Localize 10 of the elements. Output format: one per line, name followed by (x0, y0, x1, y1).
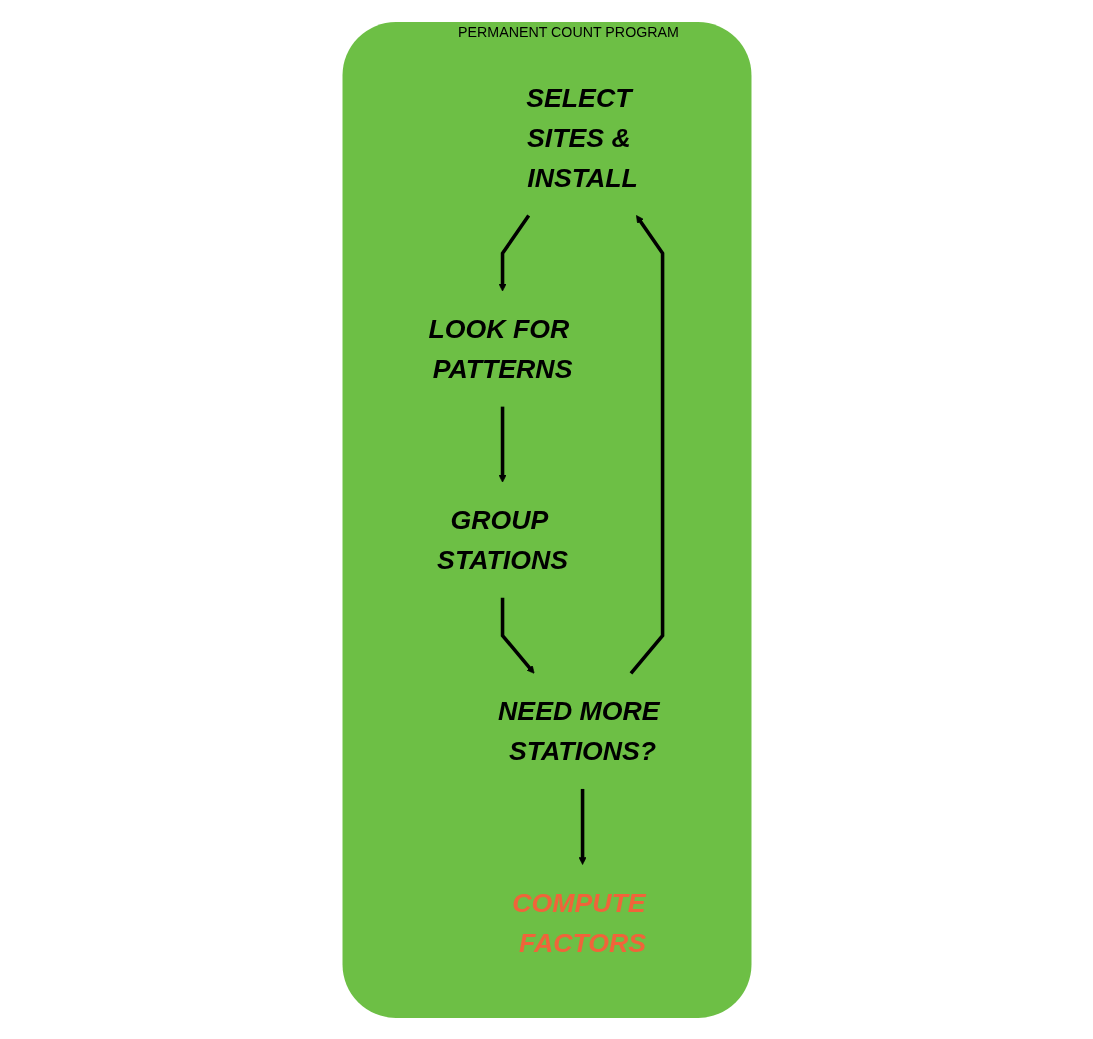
arrow (629, 214, 664, 674)
arrow (500, 597, 535, 674)
node-text: GROUP STATIONS (436, 504, 568, 575)
arrow (498, 213, 530, 291)
arrow (578, 788, 586, 865)
arrow (498, 406, 506, 483)
node-text: NEED MORE STATIONS? (497, 695, 660, 766)
node-text: SELECT SITES & INSTALL (525, 82, 638, 192)
node-text: COMPUTE FACTORS (511, 887, 646, 957)
node-text: LOOK FOR PATTERNS (427, 313, 572, 384)
